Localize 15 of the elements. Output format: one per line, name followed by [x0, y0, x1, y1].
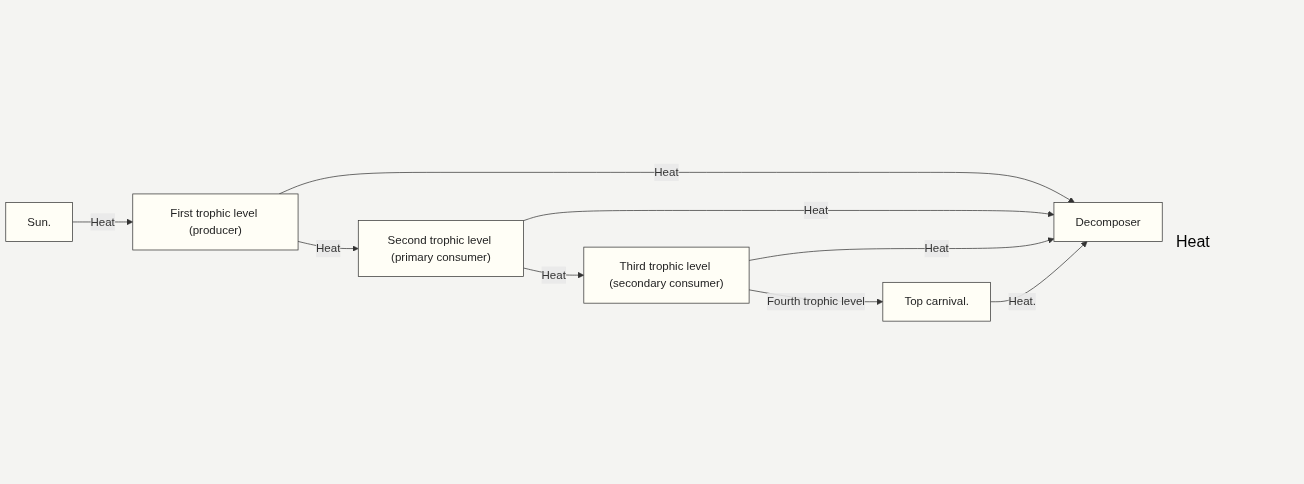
edge-label: Fourth trophic level: [767, 294, 865, 308]
edge-label: Heat: [803, 203, 829, 216]
edge-label: Heat.: [1008, 294, 1036, 308]
node-box: Decomposer: [1053, 201, 1163, 242]
edge-label: Heat: [316, 241, 341, 254]
edge-label: Heat: [654, 165, 679, 178]
edge-label: Heat: [90, 215, 115, 228]
edge-label: Heat: [924, 241, 949, 254]
edge-label: Heat: [541, 268, 566, 281]
note-label: Heat: [1176, 233, 1211, 251]
node-box: Sun.: [5, 201, 73, 242]
node-box: Second trophic level (primary consumer): [357, 219, 524, 277]
node-box: Third trophic level (secondary consumer): [583, 246, 750, 304]
node-box: Top carnival.: [882, 281, 991, 322]
node-box: First trophic level (producer): [132, 193, 299, 250]
